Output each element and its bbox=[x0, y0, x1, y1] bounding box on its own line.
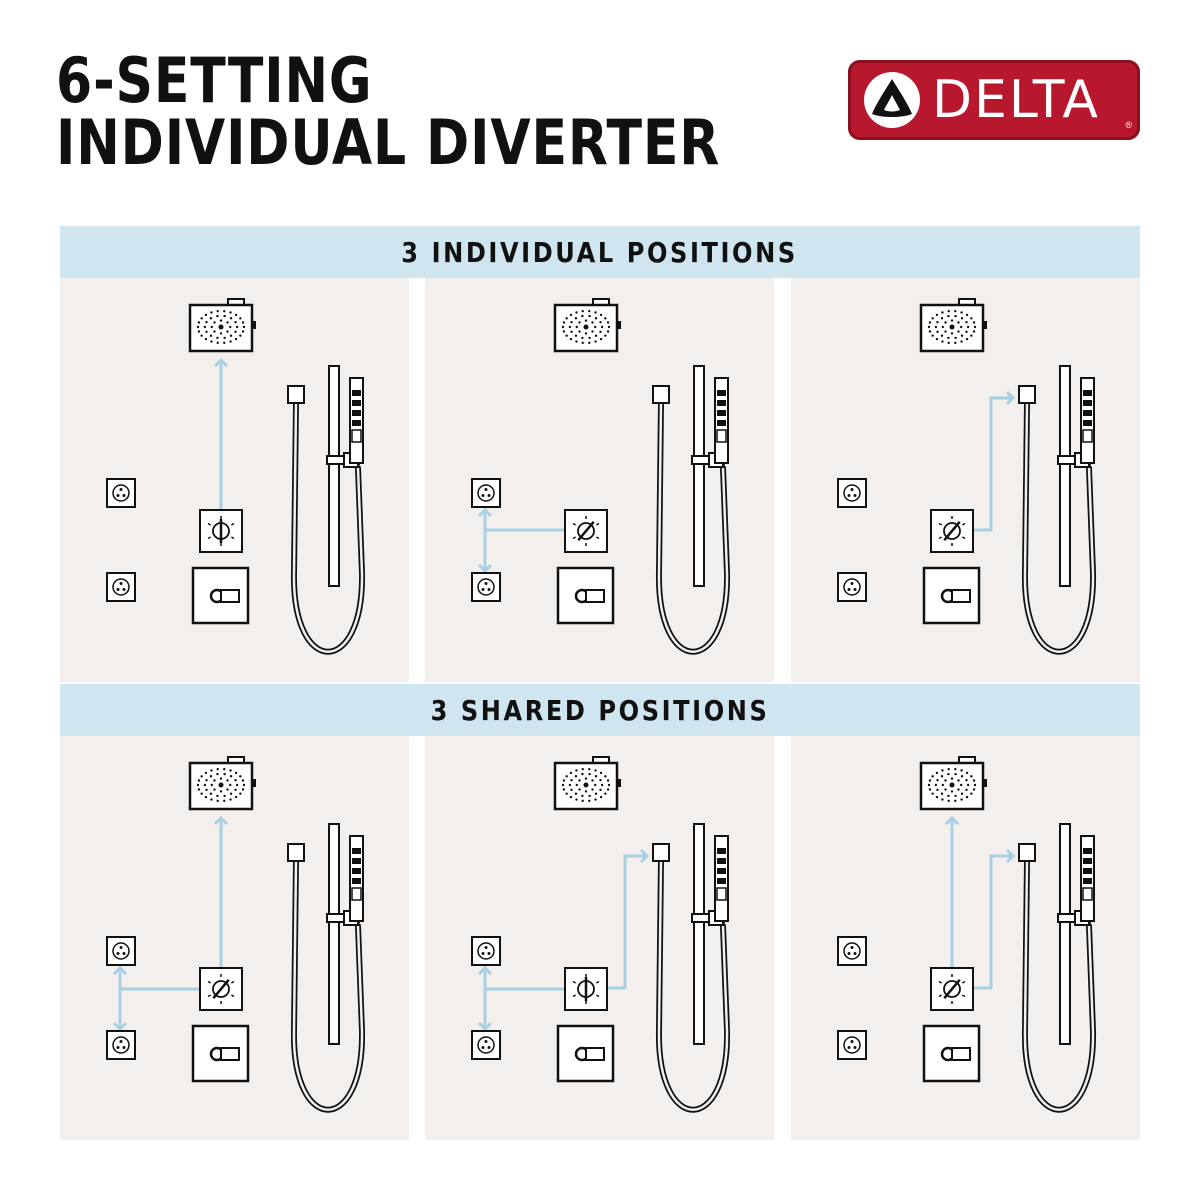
flow-line bbox=[973, 396, 1013, 532]
diagram-illustration bbox=[471, 298, 731, 655]
body-spray-jet bbox=[837, 1030, 867, 1060]
flow-line bbox=[607, 854, 647, 990]
title-line-1: 6-SETTING bbox=[56, 44, 373, 117]
logo-wordmark: DELTA bbox=[932, 70, 1101, 130]
delta-triangle-icon bbox=[864, 72, 920, 128]
diagram-illustration bbox=[837, 298, 1097, 655]
diverter-valve bbox=[930, 509, 974, 553]
diagram-illustration bbox=[471, 756, 731, 1113]
body-spray-jet bbox=[106, 936, 136, 966]
diagram-panel bbox=[791, 278, 1140, 682]
body-spray-jet bbox=[106, 1030, 136, 1060]
registered-mark: ® bbox=[1125, 120, 1132, 130]
valve-trim bbox=[191, 1024, 250, 1083]
valve-trim bbox=[556, 566, 615, 625]
body-spray-jet bbox=[106, 572, 136, 602]
diverter-valve bbox=[930, 967, 974, 1011]
section-label: 3 SHARED POSITIONS bbox=[430, 693, 770, 727]
valve-trim bbox=[191, 566, 250, 625]
shower-head bbox=[188, 756, 256, 811]
diverter-valve bbox=[564, 509, 608, 553]
valve-trim bbox=[922, 1024, 981, 1083]
body-spray-jet bbox=[837, 478, 867, 508]
valve-trim bbox=[922, 566, 981, 625]
diagram-illustration bbox=[106, 756, 366, 1113]
section-header-shared: 3 SHARED POSITIONS bbox=[60, 684, 1140, 736]
shower-head bbox=[188, 298, 256, 353]
body-spray-jet bbox=[471, 1030, 501, 1060]
body-spray-jet bbox=[837, 572, 867, 602]
shower-head bbox=[919, 298, 987, 353]
diverter-valve bbox=[199, 967, 243, 1011]
hand-shower-slide-bar bbox=[287, 823, 366, 1113]
diagram-panel bbox=[60, 736, 409, 1140]
hand-shower-slide-bar bbox=[652, 365, 731, 655]
diagram-illustration bbox=[837, 756, 1097, 1113]
valve-trim bbox=[556, 1024, 615, 1083]
diagram-panel bbox=[425, 278, 774, 682]
hand-shower-slide-bar bbox=[652, 823, 731, 1113]
shower-head bbox=[553, 756, 621, 811]
section-label: 3 INDIVIDUAL POSITIONS bbox=[401, 235, 799, 269]
page-title: 6-SETTING INDIVIDUAL DIVERTER bbox=[56, 50, 720, 174]
shower-head bbox=[553, 298, 621, 353]
section-header-individual: 3 INDIVIDUAL POSITIONS bbox=[60, 226, 1140, 278]
delta-logo: DELTA ® bbox=[848, 60, 1140, 140]
diverter-valve bbox=[199, 509, 243, 553]
diagram-illustration bbox=[106, 298, 366, 655]
body-spray-jet bbox=[471, 478, 501, 508]
hand-shower-slide-bar bbox=[1018, 823, 1097, 1113]
body-spray-jet bbox=[106, 478, 136, 508]
flow-line bbox=[973, 854, 1013, 990]
diagram-panel bbox=[791, 736, 1140, 1140]
diagram-panel bbox=[425, 736, 774, 1140]
diverter-valve bbox=[564, 967, 608, 1011]
body-spray-jet bbox=[837, 936, 867, 966]
hand-shower-slide-bar bbox=[287, 365, 366, 655]
body-spray-jet bbox=[471, 936, 501, 966]
body-spray-jet bbox=[471, 572, 501, 602]
shower-head bbox=[919, 756, 987, 811]
title-line-2: INDIVIDUAL DIVERTER bbox=[56, 106, 721, 179]
hand-shower-slide-bar bbox=[1018, 365, 1097, 655]
diagram-panel bbox=[60, 278, 409, 682]
